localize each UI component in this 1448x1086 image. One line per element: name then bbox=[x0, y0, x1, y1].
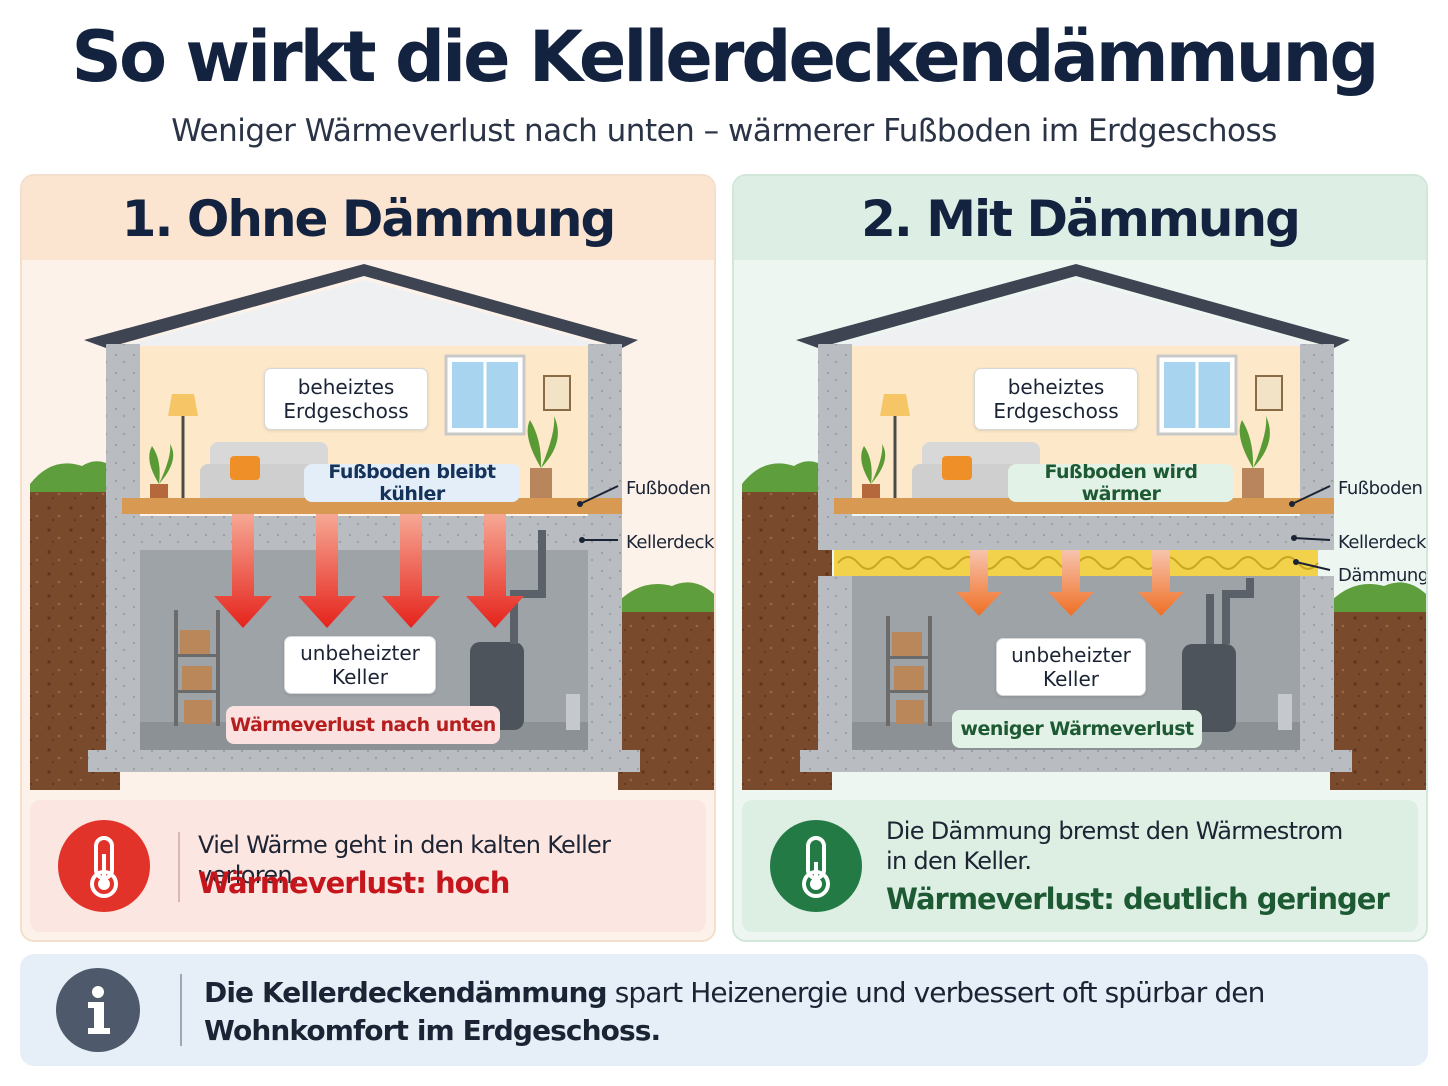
basement-wall-right bbox=[1300, 576, 1334, 768]
wall-left bbox=[106, 344, 140, 526]
foundation bbox=[800, 750, 1352, 772]
side-label-insulation: Dämmung bbox=[1338, 565, 1428, 586]
side-label-cellar-ceiling: Kellerdecke bbox=[1338, 532, 1428, 553]
info-icon bbox=[56, 968, 140, 1052]
info-strong: Wärmeverlust: deutlich geringer bbox=[886, 882, 1390, 916]
panel-header: 1. Ohne Dämmung bbox=[22, 176, 714, 260]
wall-right bbox=[1300, 344, 1334, 526]
cellar-ceiling bbox=[818, 516, 1334, 550]
foundation bbox=[88, 750, 640, 772]
side-label-floor: Fußboden bbox=[626, 478, 711, 499]
soil-left bbox=[30, 484, 120, 790]
info-box: Die Dämmung bremst den Wärmestrom in den… bbox=[742, 800, 1418, 932]
heat-loss-pill: weniger Wärmeverlust bbox=[952, 710, 1202, 748]
attic bbox=[122, 280, 606, 346]
info-divider bbox=[178, 832, 180, 902]
info-strong: Wärmeverlust: hoch bbox=[198, 866, 510, 900]
cellar-ceiling bbox=[106, 516, 622, 550]
wall-left bbox=[818, 344, 852, 526]
attic bbox=[834, 280, 1318, 346]
grass-left bbox=[742, 461, 832, 492]
grass-left bbox=[30, 461, 120, 492]
side-label-cellar-ceiling: Kellerdecke bbox=[626, 532, 716, 553]
house-illustration bbox=[742, 264, 1426, 790]
grass-right bbox=[618, 582, 714, 612]
footer-note: Die Kellerdeckendämmung spart Heizenergi… bbox=[20, 954, 1428, 1066]
heat-loss-arrows bbox=[956, 550, 1184, 616]
panel-header: 2. Mit Dämmung bbox=[734, 176, 1426, 260]
basement-wall-left bbox=[106, 550, 140, 768]
side-label-floor: Fußboden bbox=[1338, 478, 1423, 499]
panel-title: 1. Ohne Dämmung bbox=[121, 190, 617, 248]
heat-loss-pill: Wärmeverlust nach unten bbox=[226, 706, 500, 744]
info-text: Die Dämmung bremst den Wärmestrom in den… bbox=[886, 817, 1343, 875]
footer-text: Die Kellerdeckendämmung spart Heizenergi… bbox=[204, 976, 1265, 1047]
thermometer-icon bbox=[58, 820, 150, 912]
panel-title: 2. Mit Dämmung bbox=[861, 190, 1301, 248]
info-text: Viel Wärme geht in den kalten Keller ver… bbox=[198, 831, 611, 889]
basement-wall-left bbox=[818, 576, 852, 768]
panel-with-insulation: 2. Mit Dämmung bbox=[732, 174, 1428, 942]
wall-right bbox=[588, 344, 622, 526]
thermometer-icon bbox=[770, 820, 862, 912]
grass-right bbox=[1330, 582, 1426, 612]
footer-divider bbox=[180, 974, 182, 1046]
panel-without-insulation: 1. Ohne Dämmung bbox=[20, 174, 716, 942]
floor-status-pill: Fußboden bleibt kühler bbox=[304, 461, 520, 505]
basement-wall-right bbox=[588, 550, 622, 768]
page-title: So wirkt die Kellerdeckendämmung bbox=[71, 16, 1380, 98]
info-box: Viel Wärme geht in den kalten Keller ver… bbox=[30, 800, 706, 932]
floor-status-pill: Fußboden wird wärmer bbox=[1008, 461, 1234, 505]
floor bbox=[834, 498, 1334, 514]
page-subtitle: Weniger Wärmeverlust nach unten – wärmer… bbox=[171, 113, 1277, 149]
heat-loss-arrows bbox=[214, 514, 524, 628]
floor bbox=[122, 498, 622, 514]
soil-left bbox=[742, 484, 832, 790]
